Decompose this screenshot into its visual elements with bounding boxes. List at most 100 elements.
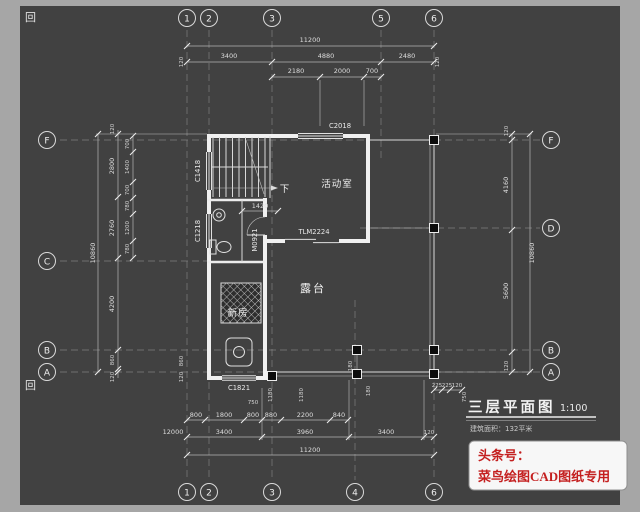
axis-top-6: 6 [431,15,437,25]
tub [225,337,253,367]
axis-right-f: F [548,137,553,147]
dim: 800 [247,411,259,419]
axis-bottom-4: 4 [352,489,358,499]
viewport-icon: 回 [25,11,36,24]
watermark-box: 头条号： 菜鸟绘图CAD图纸专用 [468,440,628,491]
dim: 180 [348,360,354,371]
tag-window-c1821: C1821 [228,384,250,392]
viewport-icon: 回 [25,379,36,392]
dim: 800 [190,411,202,419]
terrace-outline [272,139,435,377]
column [352,345,362,355]
dim: 120 [179,56,185,67]
dim: 700 [366,67,378,75]
dim: 225 [442,383,453,389]
sliding-door-tlm2224 [285,238,339,244]
furniture [220,282,262,367]
window-c1821 [222,375,256,381]
axis-left-b: B [44,347,50,357]
axis-right-b: B [548,347,554,357]
stair-down-label: 下 [280,184,291,195]
dim: 2000 [334,67,351,75]
dim: 120 [504,360,510,371]
dim-left-total: 10860 [89,243,97,264]
dim: 120 [110,371,116,382]
dim: 5600 [502,283,510,300]
dim: 4200 [108,296,116,313]
axis-top-2: 2 [206,15,212,25]
axis-left-c: C [44,258,50,268]
dim: 1800 [216,411,233,419]
dimensions-top: 11200 3400 4880 2480 120 120 2180 2000 7… [179,36,441,75]
dim: 4880 [318,52,335,60]
axis-bottom-2: 2 [206,489,212,499]
column [429,369,439,379]
tag-window-c1418: C1418 [194,160,202,182]
walls [207,134,370,380]
dimensions-right: 10860 120 4160 5600 120 225 225 120 750 [432,125,536,402]
bathroom-fixtures [209,208,232,255]
dim: 3400 [221,52,238,60]
dim: 3960 [297,428,314,436]
staircase [211,137,278,197]
dim: 780 [125,243,131,254]
door-m0921 [246,216,266,236]
column [267,371,277,381]
dim: 3400 [378,428,395,436]
axis-bottom-6: 6 [431,489,437,499]
dim: 2200 [297,411,314,419]
dim: 860 [179,355,185,366]
wardrobe-hatch [221,283,261,323]
labels: C2018 C1418 C1218 M0921 TLM2224 C1821 14… [194,122,353,392]
room-label-activity: 活动室 [321,178,353,190]
tag-door-m0921: M0921 [251,228,259,251]
dim: 880 [265,411,277,419]
dim: 840 [333,411,345,419]
tag-window-c2018: C2018 [329,122,351,130]
dim: 225 [432,383,443,389]
dim-bottom-total: 11200 [300,446,321,454]
dim: 180 [366,385,372,396]
toilet-bowl-icon [216,241,232,253]
tag-window-c1218: C1218 [194,220,202,242]
room-label-terrace: 露台 [300,281,326,295]
column [352,369,362,379]
dim: 2800 [108,158,116,175]
dim: 1180 [268,388,274,402]
dim: 1180 [299,388,305,402]
drawing-title: 三层平面图 [468,399,556,416]
dim: 700 [125,184,131,195]
structural-columns [267,135,439,381]
axis-top-1: 1 [184,15,190,25]
dim: 2480 [399,52,416,60]
dim: 120 [435,56,441,67]
column [429,135,439,145]
axis-right-a: A [548,369,555,379]
stair-arrow-head [271,185,278,191]
window-c2018 [298,133,343,139]
dim: 12000 [163,428,184,436]
dim: 120 [179,371,185,382]
window-c1218 [206,214,212,248]
axis-bottom-3: 3 [269,489,275,499]
dim: 2760 [108,220,116,237]
axis-bubbles: 1 2 3 5 6 1 2 3 4 6 F C B A F D B A [38,9,560,501]
sink-drain-icon [216,212,222,218]
drawing-area-note: 建筑面积：132平米 [470,424,532,433]
drawing-scale: 1:100 [560,403,587,414]
column [429,223,439,233]
dimension-lines [96,45,532,456]
dim: 120 [452,383,463,389]
dim: 120 [424,430,435,436]
windows-doors [206,133,343,381]
dim: 1400 [125,160,131,174]
dim: 2180 [288,67,305,75]
dim: 120 [110,123,116,134]
room-label-bedroom: 新房 [227,307,248,319]
dimensions-left: 10860 120 2800 2760 4200 860 120 700 140… [89,123,131,382]
window-c1418 [206,152,212,190]
sink-icon [212,208,226,222]
column [429,345,439,355]
